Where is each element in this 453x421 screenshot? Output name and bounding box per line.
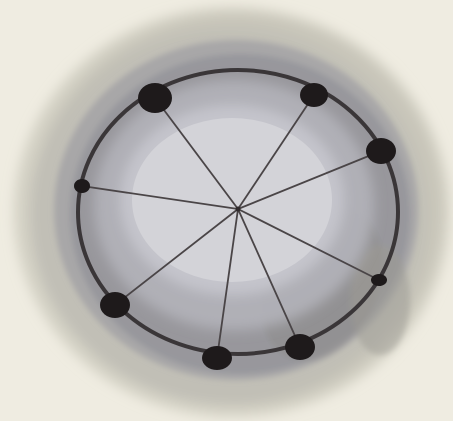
- node: [366, 138, 396, 164]
- node: [74, 179, 90, 193]
- node: [202, 346, 232, 370]
- node: [300, 83, 328, 107]
- node: [371, 274, 387, 286]
- node: [100, 292, 130, 318]
- node: [138, 83, 172, 113]
- hub: [236, 207, 241, 212]
- node: [285, 334, 315, 360]
